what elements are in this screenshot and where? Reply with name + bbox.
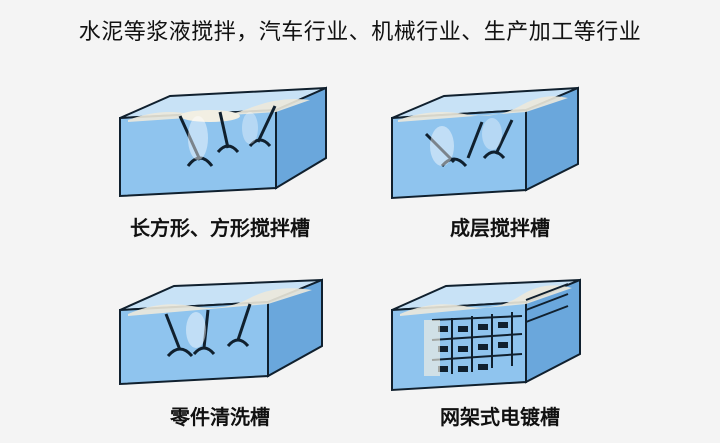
rectangular-mixing-tank-illustration xyxy=(119,86,327,198)
tank-caption-layered: 成层搅拌槽 xyxy=(450,216,550,240)
tank-caption-rectangular: 长方形、方形搅拌槽 xyxy=(130,216,310,240)
layered-mixing-tank-illustration xyxy=(391,86,579,200)
tank-caption-cleaning: 零件清洗槽 xyxy=(170,405,270,429)
tank-caption-electroplating: 网架式电镀槽 xyxy=(440,405,560,429)
rack-electroplating-tank-illustration xyxy=(391,278,581,392)
parts-cleaning-tank-illustration xyxy=(119,278,323,386)
page-title: 水泥等浆液搅拌，汽车行业、机械行业、生产加工等行业 xyxy=(78,20,642,45)
